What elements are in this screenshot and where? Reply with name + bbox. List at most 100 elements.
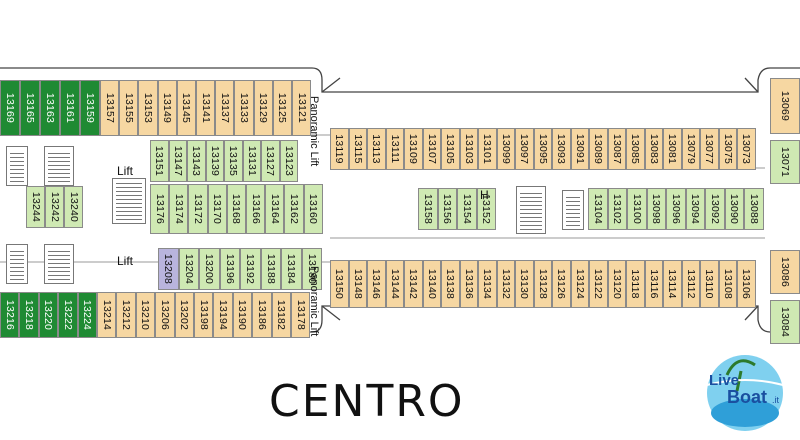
cabin-13242[interactable]: 13242 (45, 186, 64, 228)
cabin-13073[interactable]: 13073 (737, 128, 756, 170)
cabin-13114[interactable]: 13114 (663, 260, 682, 308)
cabin-13119[interactable]: 13119 (330, 128, 349, 170)
cabin-13135[interactable]: 13135 (224, 140, 243, 182)
cabin-13089[interactable]: 13089 (589, 128, 608, 170)
cabin-13206[interactable]: 13206 (155, 292, 175, 338)
cabin-13131[interactable]: 13131 (242, 140, 261, 182)
cabin-13152[interactable]: 13152 (476, 188, 496, 230)
cabin-13124[interactable]: 13124 (570, 260, 589, 308)
cabin-13192[interactable]: 13192 (240, 248, 261, 290)
cabin-13150[interactable]: 13150 (330, 260, 349, 308)
cabin-13112[interactable]: 13112 (681, 260, 700, 308)
cabin-13096[interactable]: 13096 (666, 188, 686, 230)
cabin-13194[interactable]: 13194 (213, 292, 233, 338)
cabin-13159[interactable]: 13159 (80, 80, 100, 136)
cabin-13188[interactable]: 13188 (260, 248, 281, 290)
cabin-13087[interactable]: 13087 (607, 128, 626, 170)
cabin-13134[interactable]: 13134 (478, 260, 497, 308)
cabin-13095[interactable]: 13095 (533, 128, 552, 170)
cabin-13081[interactable]: 13081 (663, 128, 682, 170)
cabin-13121[interactable]: 13121 (292, 80, 312, 136)
cabin-13143[interactable]: 13143 (187, 140, 206, 182)
cabin-13180[interactable]: 13180 (301, 248, 322, 290)
cabin-13145[interactable]: 13145 (176, 80, 196, 136)
cabin-13146[interactable]: 13146 (367, 260, 386, 308)
cabin-13212[interactable]: 13212 (116, 292, 136, 338)
cabin-13079[interactable]: 13079 (681, 128, 700, 170)
cabin-13101[interactable]: 13101 (478, 128, 497, 170)
cabin-13174[interactable]: 13174 (169, 184, 189, 234)
cabin-13165[interactable]: 13165 (20, 80, 40, 136)
cabin-13148[interactable]: 13148 (348, 260, 367, 308)
cabin-13147[interactable]: 13147 (168, 140, 187, 182)
cabin-13093[interactable]: 13093 (552, 128, 571, 170)
cabin-13196[interactable]: 13196 (219, 248, 240, 290)
cabin-13099[interactable]: 13099 (496, 128, 515, 170)
cabin-13138[interactable]: 13138 (441, 260, 460, 308)
cabin-13100[interactable]: 13100 (627, 188, 647, 230)
cabin-13094[interactable]: 13094 (685, 188, 705, 230)
cabin-13182[interactable]: 13182 (271, 292, 291, 338)
cabin-13149[interactable]: 13149 (157, 80, 177, 136)
cabin-13166[interactable]: 13166 (246, 184, 266, 234)
cabin-13186[interactable]: 13186 (252, 292, 272, 338)
cabin-13071[interactable]: 13071 (770, 140, 800, 184)
cabin-13085[interactable]: 13085 (626, 128, 645, 170)
cabin-13092[interactable]: 13092 (705, 188, 725, 230)
cabin-13115[interactable]: 13115 (348, 128, 367, 170)
cabin-13086[interactable]: 13086 (770, 250, 800, 294)
cabin-13077[interactable]: 13077 (700, 128, 719, 170)
cabin-13105[interactable]: 13105 (441, 128, 460, 170)
cabin-13162[interactable]: 13162 (284, 184, 304, 234)
cabin-13244[interactable]: 13244 (26, 186, 45, 228)
cabin-13075[interactable]: 13075 (718, 128, 737, 170)
cabin-13120[interactable]: 13120 (607, 260, 626, 308)
cabin-13109[interactable]: 13109 (404, 128, 423, 170)
cabin-13127[interactable]: 13127 (261, 140, 280, 182)
cabin-13164[interactable]: 13164 (265, 184, 285, 234)
cabin-13157[interactable]: 13157 (100, 80, 120, 136)
cabin-13218[interactable]: 13218 (19, 292, 39, 338)
cabin-13144[interactable]: 13144 (385, 260, 404, 308)
cabin-13122[interactable]: 13122 (589, 260, 608, 308)
cabin-13126[interactable]: 13126 (552, 260, 571, 308)
cabin-13130[interactable]: 13130 (515, 260, 534, 308)
cabin-13216[interactable]: 13216 (0, 292, 20, 338)
cabin-13110[interactable]: 13110 (700, 260, 719, 308)
cabin-13140[interactable]: 13140 (422, 260, 441, 308)
cabin-13220[interactable]: 13220 (38, 292, 59, 338)
cabin-13090[interactable]: 13090 (724, 188, 744, 230)
cabin-13125[interactable]: 13125 (272, 80, 292, 136)
cabin-13132[interactable]: 13132 (496, 260, 515, 308)
cabin-13118[interactable]: 13118 (626, 260, 645, 308)
cabin-13153[interactable]: 13153 (138, 80, 158, 136)
cabin-13202[interactable]: 13202 (174, 292, 194, 338)
cabin-13156[interactable]: 13156 (437, 188, 457, 230)
cabin-13176[interactable]: 13176 (150, 184, 170, 234)
cabin-13083[interactable]: 13083 (644, 128, 663, 170)
cabin-13106[interactable]: 13106 (737, 260, 756, 308)
cabin-13208[interactable]: 13208 (158, 248, 179, 290)
cabin-13151[interactable]: 13151 (150, 140, 169, 182)
cabin-13163[interactable]: 13163 (40, 80, 60, 136)
cabin-13155[interactable]: 13155 (119, 80, 139, 136)
cabin-13198[interactable]: 13198 (194, 292, 214, 338)
cabin-13113[interactable]: 13113 (367, 128, 386, 170)
cabin-13107[interactable]: 13107 (422, 128, 441, 170)
cabin-13069[interactable]: 13069 (770, 78, 800, 134)
cabin-13098[interactable]: 13098 (646, 188, 666, 230)
cabin-13128[interactable]: 13128 (533, 260, 552, 308)
cabin-13169[interactable]: 13169 (0, 80, 20, 136)
cabin-13104[interactable]: 13104 (588, 188, 608, 230)
cabin-13210[interactable]: 13210 (135, 292, 156, 338)
cabin-13116[interactable]: 13116 (644, 260, 663, 308)
cabin-13123[interactable]: 13123 (279, 140, 298, 182)
cabin-13108[interactable]: 13108 (718, 260, 737, 308)
cabin-13111[interactable]: 13111 (385, 128, 404, 170)
cabin-13133[interactable]: 13133 (234, 80, 254, 136)
cabin-13200[interactable]: 13200 (199, 248, 220, 290)
cabin-13091[interactable]: 13091 (570, 128, 589, 170)
cabin-13142[interactable]: 13142 (404, 260, 423, 308)
cabin-13168[interactable]: 13168 (226, 184, 246, 234)
cabin-13224[interactable]: 13224 (77, 292, 97, 338)
